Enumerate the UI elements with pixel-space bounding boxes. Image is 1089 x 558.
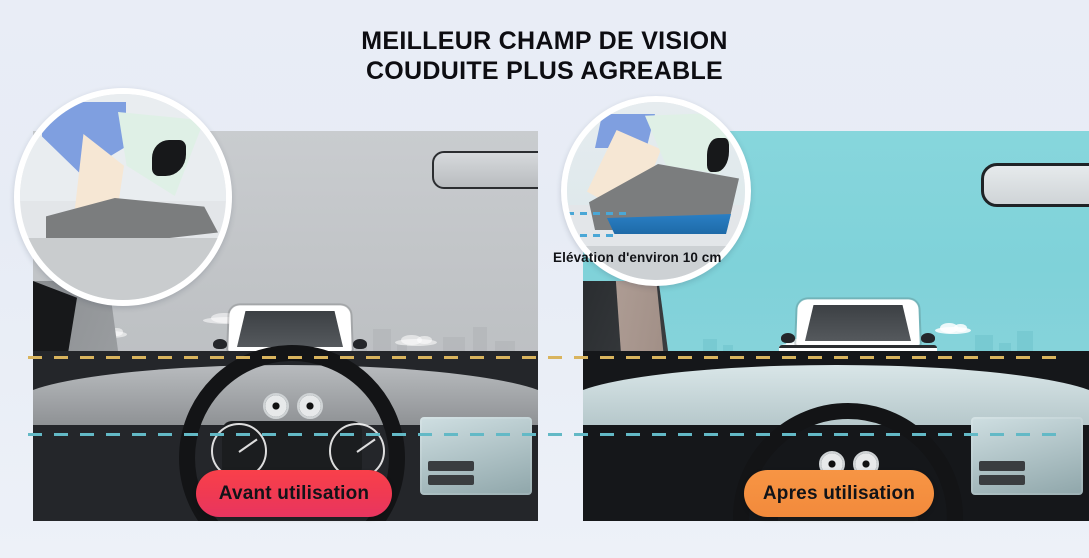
lead-car-windshield — [237, 311, 343, 347]
lead-car-windshield — [805, 305, 911, 341]
magnifier-after-use — [561, 96, 751, 286]
magnifier-after-content — [567, 102, 745, 280]
badge-before-label: Avant utilisation — [218, 482, 370, 504]
dial-icon — [263, 393, 289, 419]
panel-after-use: MAX 978 — [583, 131, 1089, 521]
lead-car-mirror-left — [781, 333, 795, 343]
inset-seat-riser — [607, 214, 731, 234]
air-vent-icon — [428, 461, 474, 471]
badge-before-use[interactable]: Avant utilisation — [196, 470, 392, 517]
inset-floor — [20, 238, 226, 300]
page-title: MEILLEUR CHAMP DE VISION COUDUITE PLUS A… — [0, 26, 1089, 86]
inset-mirror-icon — [707, 138, 729, 172]
inset-measure-line-bottom — [567, 234, 615, 237]
sun-visor-after — [981, 163, 1089, 207]
lead-car-mirror-left — [213, 339, 227, 349]
air-vent-icon — [979, 475, 1025, 485]
reference-line-lower — [28, 433, 1068, 436]
air-vent-icon — [428, 475, 474, 485]
inset-measure-line-top — [567, 212, 629, 215]
panel-before-use — [33, 131, 538, 521]
lead-car-mirror-right — [353, 339, 367, 349]
infotainment-screen-before[interactable] — [420, 417, 532, 495]
lead-car-mirror-right — [921, 333, 935, 343]
air-vent-icon — [979, 461, 1025, 471]
magnifier-before-content — [20, 94, 226, 300]
cloud-icon — [395, 334, 437, 346]
inset-floor — [567, 246, 745, 280]
page-title-line-1: MEILLEUR CHAMP DE VISION — [361, 27, 728, 55]
reference-line-upper — [28, 356, 1068, 359]
badge-after-use[interactable]: Apres utilisation — [744, 470, 934, 517]
sun-visor-before — [432, 151, 538, 189]
infotainment-screen-after[interactable] — [971, 417, 1083, 495]
cloud-icon — [935, 322, 971, 334]
badge-after-label: Apres utilisation — [762, 482, 916, 504]
dial-icon — [297, 393, 323, 419]
page-title-line-2: COUDUITE PLUS AGREABLE — [365, 57, 724, 85]
magnifier-before-use — [14, 88, 232, 306]
elevation-annotation: Elévation d'environ 10 cm — [553, 250, 722, 265]
